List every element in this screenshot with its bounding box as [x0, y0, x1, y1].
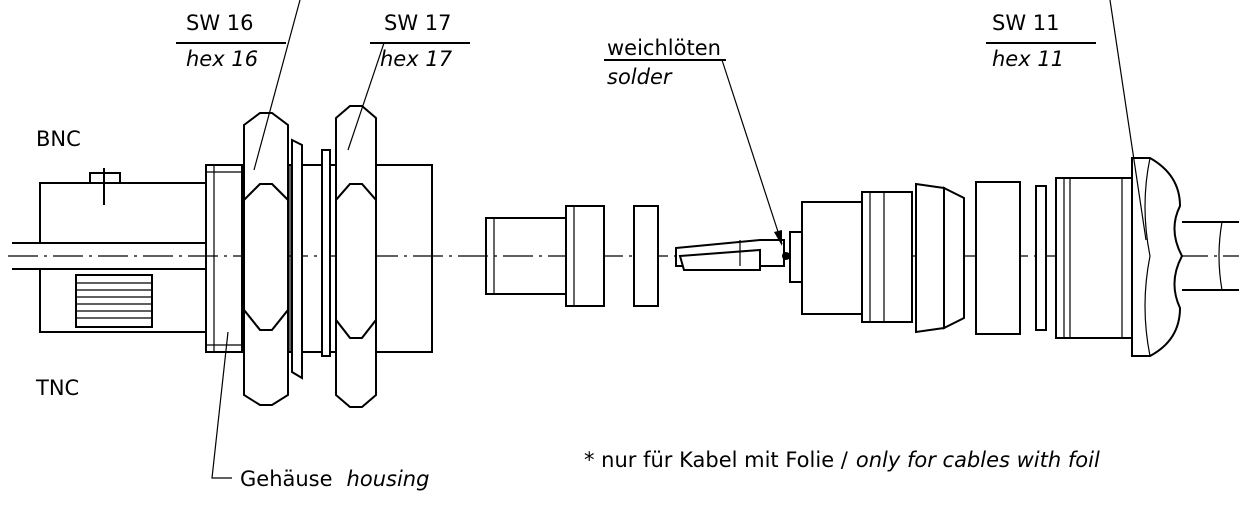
sw17-leader: [347, 42, 385, 151]
bnc-label: BNC: [36, 127, 81, 151]
hex11-label: hex 11: [992, 47, 1064, 71]
hex-nut-17: [335, 105, 377, 408]
housing-leader: [211, 331, 232, 479]
solder-label-en: solder: [607, 65, 673, 89]
sw16-label: SW 16: [186, 11, 254, 35]
note-de: * nur für Kabel mit Folie /: [584, 448, 849, 472]
cable-clamp-body: [801, 177, 1133, 339]
housing-de: Gehäuse: [240, 467, 333, 491]
sw17-label: SW 17: [384, 11, 452, 35]
insulator-pin: [485, 205, 605, 307]
sw11-label: SW 11: [992, 11, 1060, 35]
lock-washer: [291, 138, 331, 380]
solder-label-de: weichlöten: [607, 36, 721, 60]
solder-arrowhead: [774, 230, 782, 246]
sw11-leader: [1109, 0, 1147, 241]
hex-nut-16: [243, 112, 289, 406]
spacer-disc: [633, 205, 659, 307]
solder-leader: [721, 59, 783, 245]
center-contact: [675, 231, 803, 283]
housing-label: Gehäuse housing: [240, 467, 429, 491]
note-en: only for cables with foil: [856, 448, 1100, 472]
tnc-label: TNC: [35, 376, 79, 400]
sw16-leader: [253, 0, 301, 171]
hex-nut-11: [1131, 157, 1184, 357]
cable: [1182, 221, 1239, 291]
hex16-label: hex 16: [186, 47, 258, 71]
housing-en: housing: [347, 467, 430, 491]
hex17-label: hex 17: [380, 47, 453, 71]
note-text: * nur für Kabel mit Folie / only for cabl…: [584, 448, 1100, 472]
